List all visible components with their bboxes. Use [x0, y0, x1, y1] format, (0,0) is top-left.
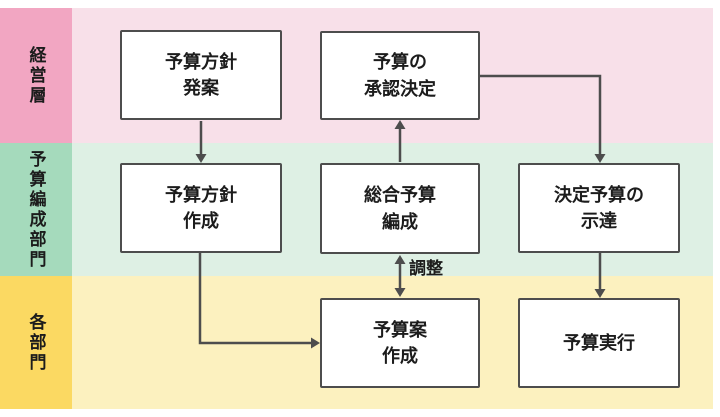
lane-budget-dept-label-cell: 予算編成部門 [0, 143, 72, 276]
node-decided-budget-notification: 決定予算の 示達 [518, 163, 680, 253]
node-overall-budget-compilation: 総合予算 編成 [320, 163, 480, 254]
lane-management-label-cell: 経営層 [0, 8, 72, 143]
node-budget-policy-creation: 予算方針 作成 [120, 163, 282, 253]
lane-each-dept-label-cell: 各部門 [0, 276, 72, 409]
node-budget-policy-proposal: 予算方針 発案 [120, 30, 282, 120]
lane-management-label: 経営層 [26, 45, 46, 106]
node-budget-execution: 予算実行 [518, 298, 680, 388]
lane-budget-dept-label: 予算編成部門 [26, 149, 46, 270]
node-budget-approval-decision: 予算の 承認決定 [320, 31, 480, 120]
adjust-arrow-label: 調整 [409, 259, 443, 278]
lane-each-dept-label: 各部門 [26, 312, 46, 373]
node-budget-draft-creation: 予算案 作成 [320, 298, 480, 388]
